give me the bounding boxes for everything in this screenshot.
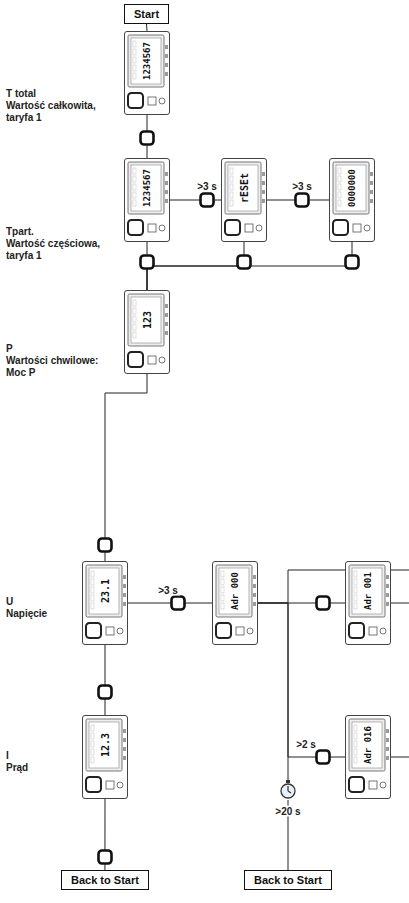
meter-display: 123 [124,290,170,374]
lcd-reading: Adr 016 [363,726,373,764]
side-label: T total [6,88,116,100]
connector [146,24,147,31]
meter-display: 23.1 [82,561,128,645]
wire [391,603,409,604]
box-label: Back to Start [254,874,322,886]
lcd-reading: 12.3 [100,733,111,757]
side-label: Wartości chwilowe: Moc P [6,355,116,379]
meter-display: Adr 016 [345,715,391,799]
button-symbol [201,194,214,207]
meter-device [124,290,170,374]
edge-label: >20 s [273,806,302,817]
meter-display: rESEt [221,158,267,242]
lcd-reading: Adr 001 [363,572,373,610]
button-symbol [346,256,359,269]
button-symbol [317,597,330,610]
meter-display: 12.3 [82,715,128,799]
meter-display: 1234567 [124,31,170,115]
terminal-box: Back to Start [244,870,332,890]
box-label: Back to Start [71,874,139,886]
side-label: U [6,596,80,608]
lcd-reading: 1234567 [142,42,152,80]
connector [128,603,212,604]
button-symbol [141,132,154,145]
terminal-box: Start [124,4,169,24]
side-label: Prąd [6,762,80,774]
side-label: Wartość częściowa, taryfa 1 [6,238,116,262]
lcd-reading: 23.1 [100,579,111,603]
button-symbol [296,194,309,207]
edge-label: >3 s [290,181,314,192]
meter-display: 0000000 [329,158,375,242]
wire [391,757,409,758]
wire [288,570,289,603]
side-label: Tpart. [6,226,116,238]
connector [105,374,147,561]
meter-display: Adr 000 [212,561,258,645]
edge-label: >3 s [156,585,180,596]
lcd-reading: Adr 000 [230,572,240,610]
connector [258,603,288,870]
connector [147,242,352,290]
button-symbol [172,597,185,610]
edge-label: >2 s [294,739,318,750]
side-label: I [6,750,80,762]
connector [258,603,345,757]
button-symbol [317,751,330,764]
box-label: Start [134,8,159,20]
lcd-reading: 0000000 [347,169,357,207]
lcd-reading: 1234567 [142,169,152,207]
side-label: Wartość całkowita, taryfa 1 [6,100,116,124]
button-symbol [238,256,251,269]
button-symbol [141,256,154,269]
connector [105,645,106,715]
timer-icon [279,780,297,800]
meter-display: Adr 001 [345,561,391,645]
terminal-box: Back to Start [61,870,149,890]
lcd-reading: 123 [142,311,153,329]
edge-label: >3 s [195,181,219,192]
button-symbol [99,851,112,864]
button-symbol [99,539,112,552]
side-label: Napięcie [6,608,80,620]
meter-display: 1234567 [124,158,170,242]
lcd-reading: rESEt [239,173,250,203]
button-symbol [99,686,112,699]
side-label: P [6,343,116,355]
